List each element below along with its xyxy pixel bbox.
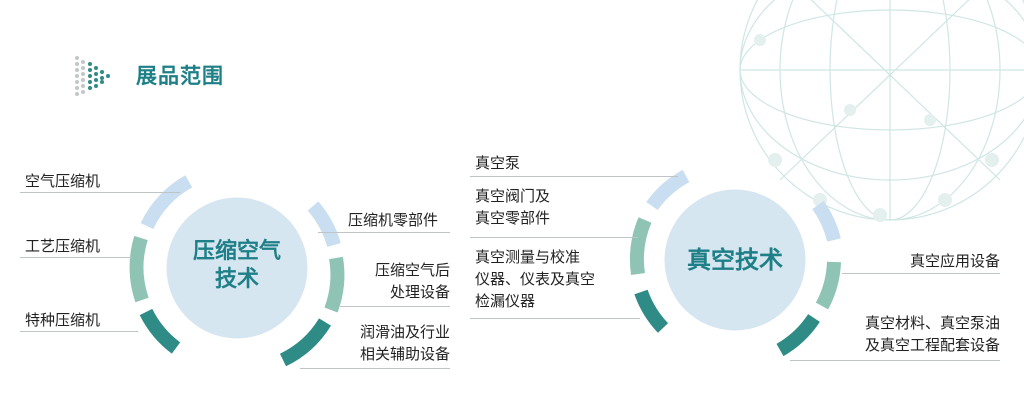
list-item: 真空泵 xyxy=(475,154,521,172)
divider xyxy=(340,306,450,307)
left-center-circle xyxy=(163,194,311,342)
right-arc-top-right xyxy=(812,200,841,242)
list-item: 润滑油及行业 相关辅助设备 xyxy=(340,322,450,366)
arrow-icon xyxy=(75,56,110,96)
divider xyxy=(300,368,450,369)
list-item-line: 处理设备 xyxy=(389,282,450,301)
right-arc-top-left xyxy=(646,169,690,211)
page-title: 展品范围 xyxy=(136,64,224,88)
list-item: 压缩空气后 处理设备 xyxy=(360,260,450,304)
list-item: 真空应用设备 xyxy=(909,252,1000,270)
right-arc-mid-right xyxy=(815,261,841,310)
left-arc-mid-right xyxy=(324,256,345,313)
divider xyxy=(470,237,638,238)
list-item: 特种压缩机 xyxy=(25,311,101,329)
list-item: 真空阀门及 真空零部件 xyxy=(475,186,550,230)
divider xyxy=(20,331,138,332)
list-item: 真空材料、真空泵油 及真空工程配套设备 xyxy=(820,313,1000,357)
list-item: 空气压缩机 xyxy=(25,172,101,190)
right-arc-bottom-left xyxy=(634,289,669,333)
list-item-line: 真空测量与校准 xyxy=(475,248,581,266)
list-item-line: 仪器、仪表及真空 xyxy=(475,269,596,288)
list-item-line: 润滑油及行业 xyxy=(359,323,450,341)
divider xyxy=(470,318,640,319)
right-center-circle xyxy=(661,186,809,334)
list-item-line: 压缩空气后 xyxy=(374,261,450,279)
list-item: 压缩机零部件 xyxy=(348,211,439,229)
divider xyxy=(20,257,132,258)
divider xyxy=(318,232,450,233)
left-circle-title: 压缩空气 技术 xyxy=(177,238,297,293)
left-circle-title-line2: 技术 xyxy=(214,266,259,292)
left-arc-mid-left xyxy=(129,235,149,303)
left-arc-top-left xyxy=(140,175,193,230)
list-item-line: 检漏仪器 xyxy=(475,291,536,310)
list-item-line: 真空材料、真空泵油 xyxy=(864,314,1000,332)
divider xyxy=(470,176,678,177)
list-item: 工艺压缩机 xyxy=(25,237,101,255)
list-item-line: 真空阀门及 xyxy=(475,187,551,205)
left-arc-bottom-right xyxy=(279,318,331,367)
right-arc-bottom-right xyxy=(776,313,820,357)
divider xyxy=(20,192,180,193)
right-circle-title: 真空技术 xyxy=(687,246,783,274)
left-circle-title-line1: 压缩空气 xyxy=(192,239,281,264)
list-item: 真空测量与校准 仪器、仪表及真空 检漏仪器 xyxy=(475,247,595,312)
left-arc-bottom-left xyxy=(139,308,181,354)
divider xyxy=(842,273,1000,274)
list-item-line: 真空零部件 xyxy=(475,208,551,227)
right-arc-mid-left xyxy=(629,217,652,276)
list-item-line: 及真空工程配套设备 xyxy=(864,335,1000,354)
left-arc-top-right xyxy=(307,201,341,248)
divider xyxy=(790,360,1000,361)
list-item-line: 相关辅助设备 xyxy=(359,344,450,363)
